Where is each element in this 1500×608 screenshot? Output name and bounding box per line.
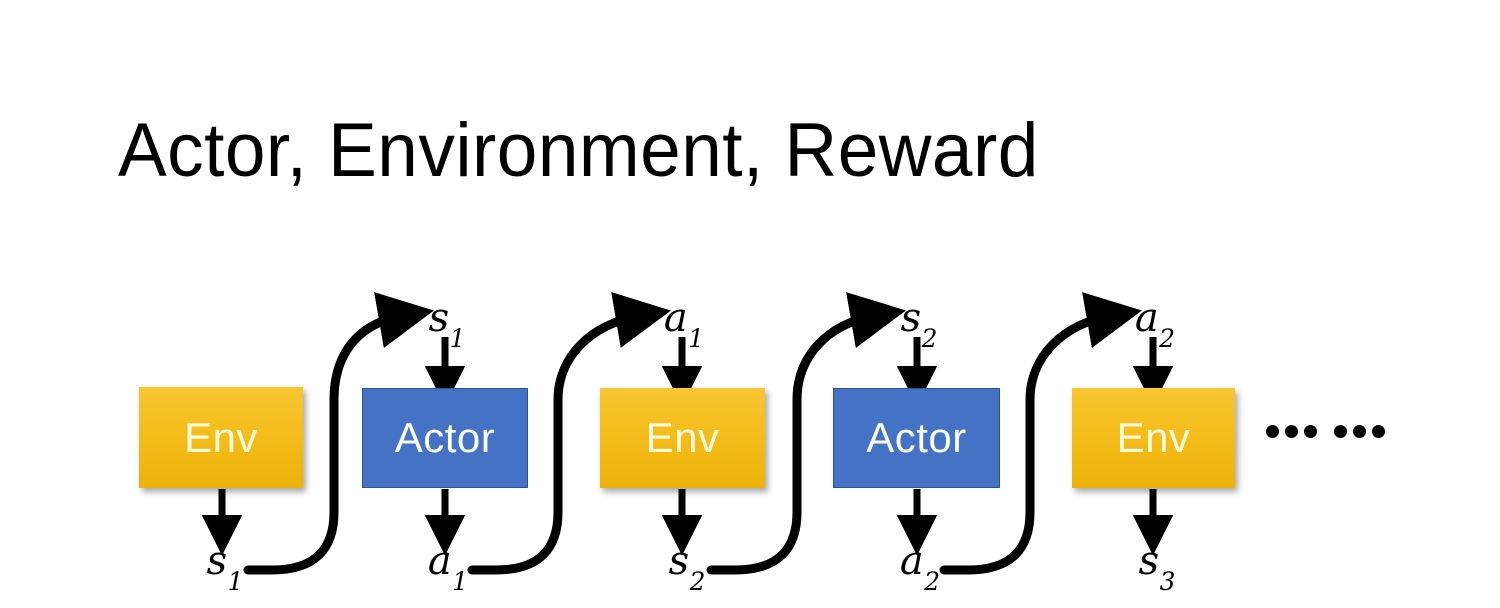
node-actor-2[interactable]: Actor [833, 388, 1000, 488]
top-label-a1-base: a [663, 295, 688, 341]
bottom-label-a2-sub: 2 [924, 566, 941, 596]
top-label-a1-sub: 1 [688, 323, 705, 353]
node-env-2-label: Env [645, 414, 720, 461]
ellipsis-dot [1266, 425, 1279, 438]
bottom-label-s2-base: s [668, 538, 690, 584]
bottom-label-s3-sub: 3 [1159, 566, 1176, 596]
bottom-label-s1-sub: 1 [227, 566, 244, 596]
bottom-label-a2: a2 [899, 538, 940, 594]
bottom-label-s3-base: s [1138, 538, 1160, 584]
top-label-s2: s2 [900, 295, 938, 351]
top-label-a2-base: a [1134, 295, 1159, 341]
top-label-s2-base: s [900, 295, 922, 341]
bottom-label-s1: s1 [206, 538, 244, 594]
arrows-into-nodes [424, 337, 1174, 407]
node-env-3[interactable]: Env [1072, 388, 1235, 488]
ellipsis-dot [1285, 425, 1298, 438]
bottom-label-a1: a1 [427, 538, 468, 594]
top-label-s1-base: s [428, 295, 450, 341]
ellipsis-dot [1304, 425, 1317, 438]
node-env-2[interactable]: Env [600, 388, 765, 488]
ellipsis-dot [1353, 425, 1366, 438]
top-label-s1: s1 [428, 295, 466, 351]
node-env-1-label: Env [184, 413, 258, 461]
top-label-a1: a1 [663, 295, 704, 351]
top-label-a2-sub: 2 [1159, 323, 1176, 353]
node-env-1[interactable]: Env [139, 387, 303, 488]
ellipsis-dot [1372, 425, 1385, 438]
top-label-s1-sub: 1 [449, 323, 466, 353]
node-actor-1-label: Actor [394, 414, 496, 461]
node-actor-2-label: Actor [866, 414, 967, 461]
node-actor-1[interactable]: Actor [362, 388, 528, 488]
bottom-label-s2: s2 [668, 538, 706, 594]
ellipsis-dot [1334, 425, 1347, 438]
page-title: Actor, Environment, Reward [118, 108, 1039, 193]
bottom-label-a1-sub: 1 [452, 566, 469, 596]
bottom-label-s1-base: s [206, 538, 228, 584]
bottom-label-a1-base: a [427, 538, 452, 584]
ellipsis-gap [1323, 431, 1328, 432]
node-env-3-label: Env [1116, 414, 1191, 461]
bottom-label-s3: s3 [1138, 538, 1176, 594]
arrows-out-of-nodes [201, 489, 1174, 556]
bottom-label-s2-sub: 2 [689, 566, 706, 596]
ellipsis-icon [1266, 425, 1385, 438]
bottom-label-a2-base: a [899, 538, 924, 584]
top-label-s2-sub: 2 [921, 323, 938, 353]
top-label-a2: a2 [1134, 295, 1175, 351]
